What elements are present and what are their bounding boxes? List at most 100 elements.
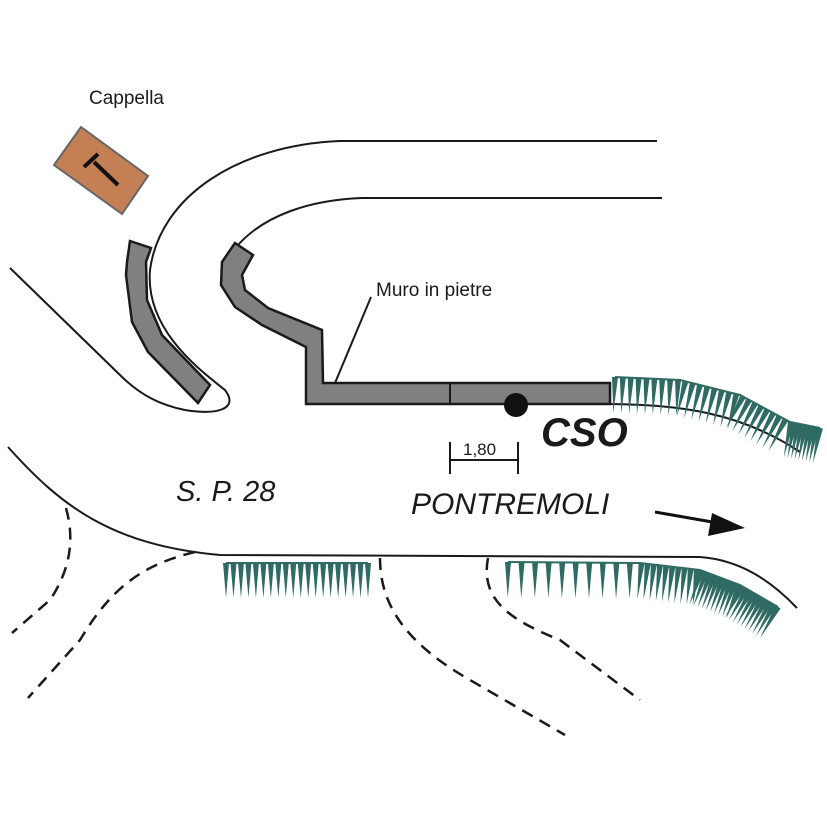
road-edge-outer-upper	[9, 140, 657, 413]
vegetation-spike	[756, 411, 776, 445]
vegetation-upper-right	[612, 376, 823, 464]
vegetation-spike	[290, 563, 297, 598]
vegetation-spike	[275, 563, 282, 598]
vegetation-spike	[661, 565, 670, 602]
vegetation-spike	[572, 562, 579, 599]
vegetation-spike	[752, 600, 773, 634]
vegetation-spike	[612, 376, 618, 413]
vegetation-spike	[705, 575, 722, 611]
dimension-bar	[449, 442, 519, 474]
vegetation-spike	[683, 382, 696, 419]
vegetation-spike	[252, 563, 259, 598]
vegetation-spike	[637, 562, 645, 599]
vegetation-spike	[335, 563, 342, 598]
vegetation-spike	[518, 562, 525, 599]
cso-label: CSO	[541, 411, 628, 455]
vegetation-spike	[357, 563, 364, 598]
vegetation-spike	[709, 577, 726, 613]
vegetation-spike	[750, 408, 770, 442]
dimension-label: 1,80	[463, 440, 496, 459]
vegetation-spike	[725, 395, 746, 429]
vegetation-spike	[305, 563, 312, 598]
vegetation-spike	[674, 567, 682, 604]
vegetation-spike	[744, 596, 766, 630]
vegetation-spike	[675, 379, 682, 416]
vegetation-spike	[668, 566, 676, 603]
vegetation-spike	[613, 562, 620, 599]
vegetation-spike	[736, 591, 758, 625]
chapel	[52, 125, 150, 216]
vegetation-spike	[701, 574, 718, 610]
vegetation-spike	[732, 589, 754, 623]
vegetation-spike	[545, 562, 552, 599]
vegetation-spike	[312, 563, 319, 598]
road-edge-lower-left	[7, 446, 798, 609]
vegetation-spike	[748, 598, 769, 632]
vegetation-spike	[365, 563, 371, 598]
vegetation-spike	[738, 401, 758, 435]
road-edge-inner-upper	[237, 197, 662, 246]
vegetation-spike	[714, 578, 730, 614]
vegetation-spike	[693, 571, 709, 607]
vegetation-spike	[768, 418, 789, 452]
vegetation-spike	[237, 563, 244, 598]
vegetation-spike	[756, 603, 777, 636]
stone-wall-main	[219, 241, 612, 406]
vegetation-spike	[619, 377, 626, 414]
arrow-right-icon	[654, 510, 745, 536]
vegetation-spike	[532, 562, 539, 599]
vegetation-spike	[223, 563, 229, 598]
vegetation-spike	[626, 562, 633, 599]
vegetation-spike	[698, 386, 711, 422]
vegetation-base	[614, 376, 821, 429]
vegetation-spike	[267, 563, 274, 598]
vegetation-spike	[649, 564, 657, 601]
vegetation-spike	[659, 379, 666, 416]
vegetation-spike	[655, 564, 663, 602]
stone-wall-left	[124, 239, 212, 405]
vegetation-spike	[643, 563, 651, 600]
vegetation-base	[507, 561, 779, 608]
vegetation-lower-right	[505, 561, 781, 639]
dashed-tracks	[11, 507, 641, 737]
vegetation-spike	[697, 572, 714, 608]
vegetation-spike	[705, 387, 718, 424]
wall-label: Muro in pietre	[376, 280, 492, 301]
vegetation-spike	[505, 561, 511, 598]
road-label: S. P. 28	[176, 476, 275, 508]
vegetation-lower-left	[223, 562, 371, 598]
vegetation-spike	[686, 568, 694, 605]
vegetation-spike	[676, 380, 689, 417]
vegetation-spike	[297, 563, 304, 598]
direction-label: PONTREMOLI	[411, 488, 609, 521]
vegetation-spike	[599, 562, 606, 599]
vegetation-spike	[740, 594, 762, 627]
vegetation-spike	[718, 580, 734, 616]
vegetation-spike	[812, 427, 823, 464]
vegetation-spike	[720, 391, 733, 428]
vegetation-spike	[689, 569, 705, 605]
cross-icon	[82, 152, 120, 187]
vegetation-spike	[320, 563, 327, 598]
vegetation-spike	[342, 563, 349, 598]
vegetation-spike	[282, 563, 289, 598]
vegetation-spike	[327, 563, 334, 598]
vegetation-spike	[627, 377, 634, 414]
vegetation-spike	[667, 379, 674, 416]
vegetation-spike	[559, 562, 566, 599]
vegetation-spike	[230, 563, 237, 598]
vegetation-spike	[722, 582, 738, 617]
wall-leader-line	[334, 296, 372, 384]
vegetation-spike	[724, 585, 746, 618]
cso-marker	[504, 393, 528, 417]
vegetation-spike	[762, 414, 783, 448]
vegetation-spike	[350, 563, 357, 598]
vegetation-spike	[635, 377, 642, 415]
vegetation-spike	[651, 378, 658, 415]
vegetation-spike	[691, 384, 703, 420]
vegetation-spike	[728, 587, 750, 621]
vegetation-spike	[680, 567, 688, 604]
vegetation-spike	[731, 398, 752, 432]
